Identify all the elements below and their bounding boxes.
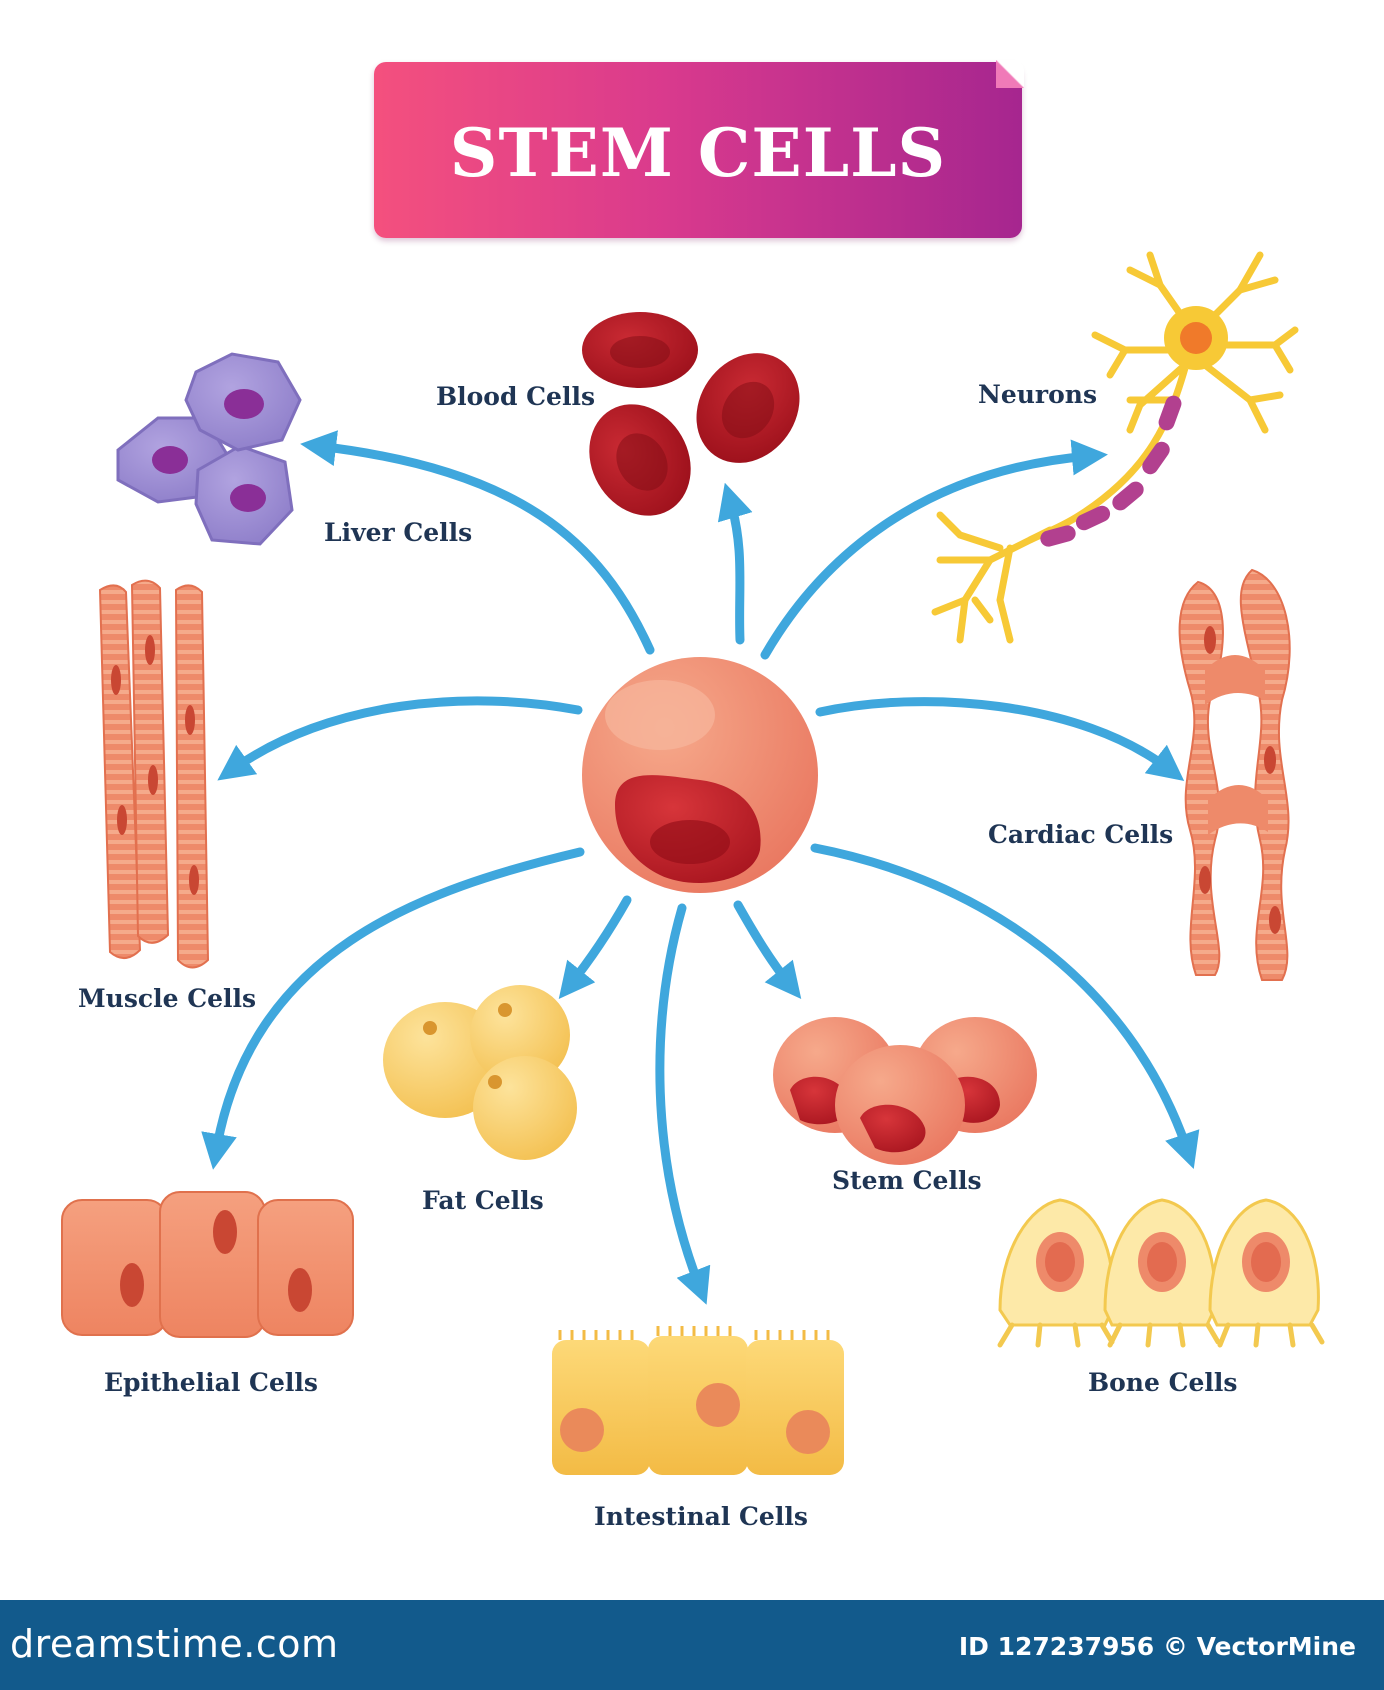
label-intestinal-cells: Intestinal Cells: [594, 1502, 808, 1531]
footer-bar: dreamstime.com ID 127237956 © VectorMine: [0, 1600, 1384, 1690]
label-blood-cells: Blood Cells: [436, 382, 596, 411]
label-muscle-cells: Muscle Cells: [78, 984, 257, 1013]
label-cardiac-cells: Cardiac Cells: [988, 820, 1174, 849]
arrow-to-cardiac: [815, 697, 1185, 782]
arrow-to-stem: [733, 900, 802, 1000]
arrow-to-intestinal: [655, 903, 711, 1305]
title-banner: STEM CELLS: [374, 60, 1024, 238]
epithelial-cells-icon: [61, 1191, 354, 1338]
neuron-body: [1028, 306, 1228, 547]
label-fat-cells: Fat Cells: [422, 1186, 544, 1215]
neuron-icon: [931, 251, 1299, 644]
bone-cells-icon: [997, 1198, 1325, 1348]
intestinal-cells-icon: [552, 1326, 844, 1475]
arrow-to-blood: [717, 482, 753, 645]
footer-image-id: ID 127237956 © VectorMine: [958, 1632, 1356, 1661]
footer-site-name: dreamstime.com: [10, 1622, 339, 1666]
liver-cells-icon: [116, 352, 302, 546]
muscle-cells-icon: [98, 579, 210, 969]
central-stem-cell-icon: [582, 657, 818, 893]
label-bone-cells: Bone Cells: [1088, 1368, 1238, 1397]
arrow-to-muscle: [217, 696, 583, 781]
arrow-to-liver: [300, 430, 655, 655]
page-title: STEM CELLS: [449, 114, 947, 192]
cardiac-cells-icon: [1178, 568, 1291, 981]
stem-cells-cluster-icon: [773, 1017, 1037, 1165]
arrow-to-bone: [810, 843, 1200, 1170]
label-liver-cells: Liver Cells: [324, 518, 473, 547]
arrow-to-neurons: [760, 439, 1108, 660]
label-epithelial-cells: Epithelial Cells: [104, 1368, 318, 1397]
arrow-to-epithelial: [201, 847, 585, 1170]
blood-cells-icon: [582, 312, 800, 516]
label-stem-cells: Stem Cells: [832, 1166, 982, 1195]
arrow-to-fat: [558, 895, 632, 1000]
label-neurons: Neurons: [978, 380, 1098, 409]
banner-fold-corner: [996, 60, 1024, 88]
fat-cells-icon: [383, 985, 577, 1160]
arrows: [201, 430, 1200, 1305]
